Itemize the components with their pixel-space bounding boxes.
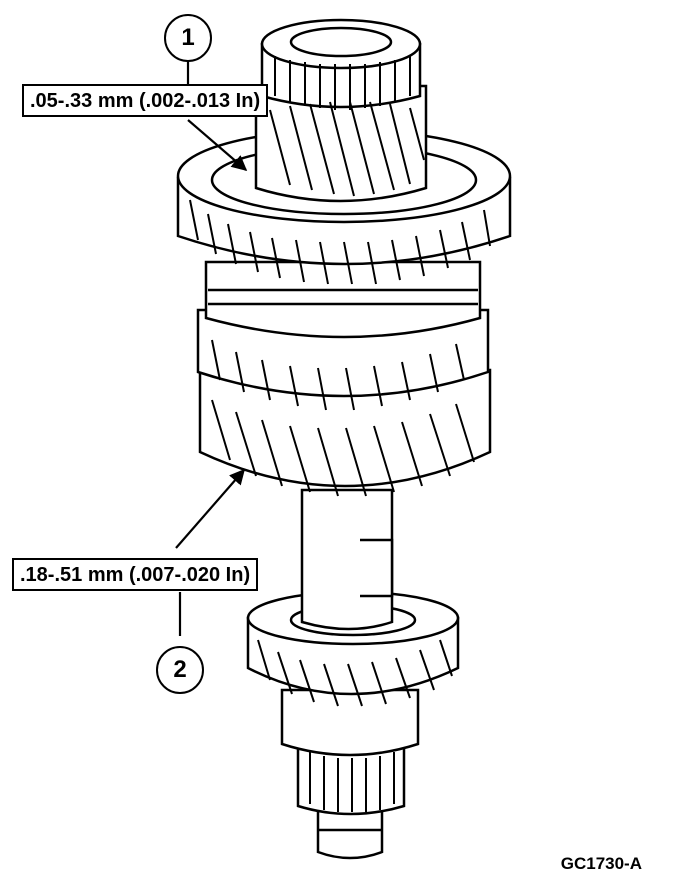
- lower-collar: [280, 688, 420, 757]
- callout-1-number: 1: [164, 14, 212, 62]
- lower-gear-teeth: [211, 399, 475, 497]
- callout-2-number: 2: [156, 646, 204, 694]
- upper-gear-teeth: [189, 199, 491, 285]
- input-gear-teeth: [269, 101, 425, 197]
- callout-1-label: .05-.33 mm (.002-.013 In): [22, 84, 269, 117]
- callout-2-label: .18-.51 mm (.007-.020 In): [12, 558, 259, 591]
- synchro-rings: [204, 260, 482, 339]
- callout-2-arrow: [175, 468, 246, 549]
- spline-texture: [309, 752, 395, 812]
- small-gear-teeth: [257, 639, 453, 707]
- figure-code: GC1730-A: [560, 854, 642, 873]
- middle-gear-teeth: [211, 339, 465, 411]
- cap-splines: [274, 56, 411, 110]
- callout-1-arrow: [187, 119, 248, 172]
